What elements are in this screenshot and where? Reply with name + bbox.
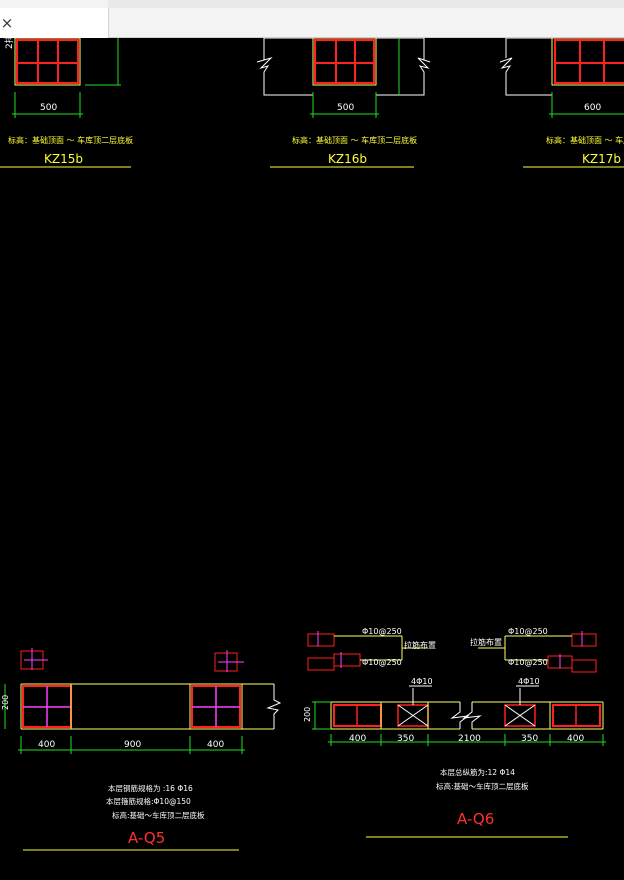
kz17b-width-dim: 600 — [584, 103, 601, 113]
column-rebar-outline — [16, 39, 79, 84]
kz15b-range-note: 标高：基础顶面 ～ 车库顶二层底板 — [8, 135, 133, 145]
close-icon[interactable]: × — [0, 14, 14, 32]
a-q6-dim-4: 350 — [521, 734, 538, 744]
kz17b-title: KZ17b — [582, 152, 621, 166]
a-q6-dim-1: 400 — [349, 734, 366, 744]
a-q6-note-2: 标高:基础～车库顶二层底板 — [436, 781, 529, 791]
a-q6-rebar-label-1: 4Φ10 — [411, 677, 433, 686]
break-line — [256, 56, 313, 96]
a-q5-note-2: 本层箍筋规格:Φ10@150 — [106, 796, 191, 806]
kz16b-width-dim: 500 — [337, 103, 354, 113]
a-q6-title: A-Q6 — [457, 810, 494, 828]
tab-bar: × — [0, 0, 624, 38]
kz17b-range-note: 标高：基础顶面 ～ 车库顶二层底板 — [546, 135, 624, 145]
a-q5-side-dim: 200 — [1, 695, 10, 710]
kz15b-width-dim: 500 — [40, 103, 57, 113]
kz16b-range-note: 标高：基础顶面 ～ 车库顶二层底板 — [292, 135, 417, 145]
a-q6-tie-label-1: 拉筋布置 — [404, 640, 436, 650]
a-q6-height-dim: 200 — [303, 707, 312, 722]
a-q6-stirrup-1: Φ10@250 — [362, 627, 402, 636]
a-q6-dim-3: 2100 — [458, 734, 481, 744]
break-line — [266, 684, 282, 729]
wall-a-q6: Φ10@250 Φ10@250 拉筋布置 Φ10@250 Φ10@250 拉筋布… — [303, 627, 606, 838]
tab-strip — [108, 0, 624, 8]
kz15b-height-dim-partial: 2排 — [3, 38, 15, 49]
a-q5-note-3: 标高:基础～车库顶二层底板 — [112, 810, 205, 820]
a-q5-dim-1: 400 — [38, 740, 55, 750]
a-q6-stirrup-4: Φ10@250 — [508, 658, 548, 667]
tab-drawing[interactable]: × — [0, 8, 109, 38]
wall-a-q5: 200 400 900 400 本层钢筋规格为 :16 Φ16 本层箍筋规格:Φ… — [1, 648, 282, 851]
a-q6-rebar-label-2: 4Φ10 — [518, 677, 540, 686]
kz15b-title: KZ15b — [44, 152, 83, 166]
a-q6-dim-2: 350 — [397, 734, 414, 744]
column-kz16b: 500 标高：基础顶面 ～ 车库顶二层底板 KZ16b — [256, 38, 431, 168]
a-q6-stirrup-3: Φ10@250 — [508, 627, 548, 636]
a-q5-dim-3: 400 — [207, 740, 224, 750]
kz16b-title: KZ16b — [328, 152, 367, 166]
a-q5-title: A-Q5 — [128, 829, 165, 847]
a-q6-note-1: 本层总纵筋为:12 Φ14 — [440, 767, 515, 777]
a-q6-tie-label-2: 拉筋布置 — [470, 637, 502, 647]
a-q5-dim-2: 900 — [124, 740, 141, 750]
column-kz17b: 600 标高：基础顶面 ～ 车库顶二层底板 KZ17b — [499, 38, 624, 168]
a-q5-note-1: 本层钢筋规格为 :16 Φ16 — [108, 783, 193, 793]
cad-canvas[interactable]: 2排 500 标高：基础顶面 ～ 车库顶二层底板 KZ15b 500 标高：基础… — [0, 38, 624, 880]
a-q6-dim-5: 400 — [567, 734, 584, 744]
column-kz15b: 2排 500 标高：基础顶面 ～ 车库顶二层底板 KZ15b — [0, 38, 133, 168]
column-outline — [14, 38, 81, 86]
a-q6-stirrup-2: Φ10@250 — [362, 658, 402, 667]
